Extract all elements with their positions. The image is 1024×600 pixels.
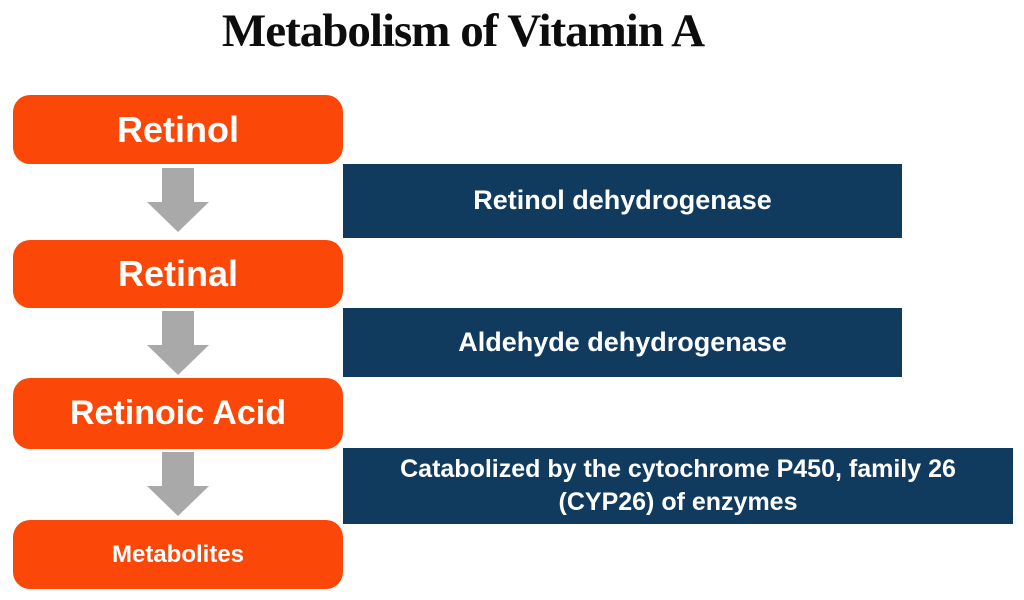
stage-label: Metabolites [111,540,245,568]
enzyme-label: Retinol dehydrogenase [473,185,772,216]
stage-label: Retinal [117,253,239,294]
enzyme-box-aldehyde-dehydrogenase: Aldehyde dehydrogenase [343,308,902,377]
enzyme-label: Aldehyde dehydrogenase [458,326,787,357]
down-arrow-icon [147,452,209,516]
down-arrow-icon [147,311,209,375]
enzyme-label: Catabolized by the cytochrome P450, fami… [400,455,956,516]
enzyme-box-retinol-dehydrogenase: Retinol dehydrogenase [343,164,902,238]
stage-label: Retinol [117,108,239,150]
stage-label: Retinoic Acid [70,394,286,432]
stage-box-retinol: Retinol [13,95,343,164]
stage-box-retinoic-acid: Retinoic Acid [13,378,343,449]
enzyme-box-cyp26: Catabolized by the cytochrome P450, fami… [343,448,1013,524]
page-title: Metabolism of Vitamin A [221,5,705,57]
stage-box-metabolites: Metabolites [13,520,343,589]
stage-box-retinal: Retinal [13,240,343,308]
down-arrow-icon [147,168,209,232]
